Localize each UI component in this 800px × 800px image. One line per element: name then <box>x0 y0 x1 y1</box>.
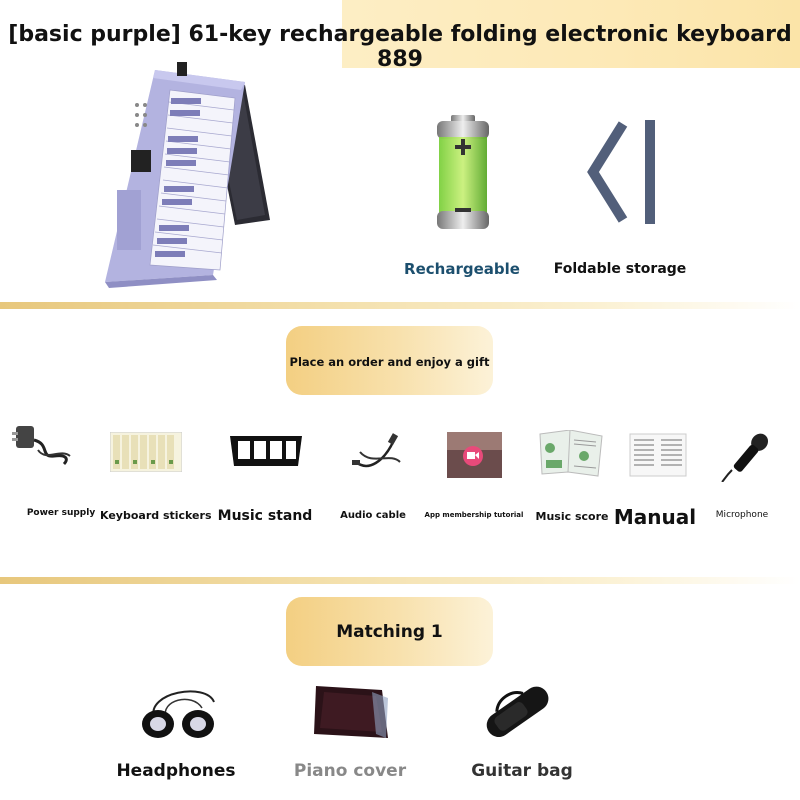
music-score-icon <box>539 430 603 477</box>
piano-cover-icon <box>314 686 388 738</box>
gift-label-power-supply: Power supply <box>26 508 96 518</box>
microphone-icon <box>721 433 768 482</box>
section-divider <box>0 577 800 584</box>
header-band <box>342 0 800 68</box>
manual-icon <box>629 433 687 477</box>
section-divider <box>0 302 800 309</box>
audio-cable-icon <box>352 433 401 468</box>
feature-label-rechargeable: Rechargeable <box>404 260 520 278</box>
accessory-label-guitar-bag: Guitar bag <box>471 761 573 781</box>
gift-banner-text: Place an order and enjoy a gift <box>289 355 490 369</box>
accessory-label-piano-cover: Piano cover <box>293 761 407 781</box>
gift-label-music-score: Music score <box>535 510 609 523</box>
battery-icon <box>437 115 489 229</box>
gift-label-keyboard-stickers: Keyboard stickers <box>100 509 212 522</box>
headphones-icon <box>142 690 215 738</box>
matching-banner: Matching 1 <box>286 597 493 666</box>
matching-banner-text: Matching 1 <box>336 622 443 642</box>
accessory-label-headphones: Headphones <box>116 761 236 781</box>
fold-icon <box>587 120 655 224</box>
guitar-bag-icon <box>486 686 549 738</box>
gift-label-manual: Manual <box>613 505 697 529</box>
feature-label-foldable: Foldable storage <box>553 261 687 277</box>
gift-label-audio-cable: Audio cable <box>340 510 406 521</box>
gift-label-microphone: Microphone <box>715 510 769 520</box>
gift-label-app-tutorial: App membership tutorial <box>424 511 524 519</box>
keyboard-stickers-icon <box>110 432 182 472</box>
page-title: [basic purple] 61-key rechargeable foldi… <box>8 22 792 72</box>
gift-banner: Place an order and enjoy a gift <box>286 326 493 395</box>
folding-keyboard-image <box>105 62 270 288</box>
gift-label-music-stand: Music stand <box>217 508 313 524</box>
app-tutorial-icon <box>447 432 502 478</box>
power-adapter-icon <box>12 426 71 466</box>
music-stand-icon <box>230 436 302 466</box>
